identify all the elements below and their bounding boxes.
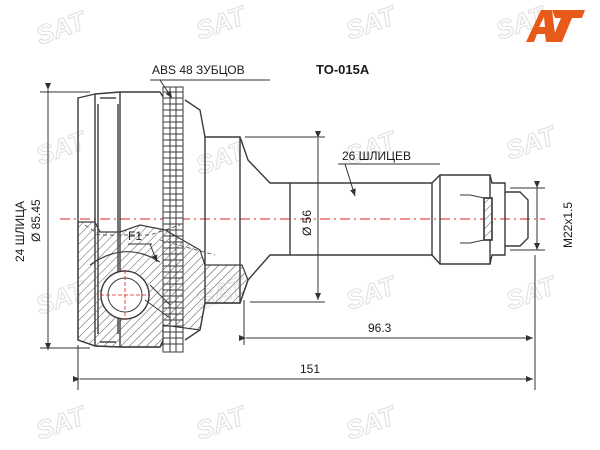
fastener-label: F1 — [128, 229, 142, 243]
f1-callout — [128, 243, 158, 263]
dim-shaft-diameter — [245, 131, 325, 303]
length-total-label: 151 — [300, 362, 320, 376]
inner-splines-label: 24 ШЛИЦА — [13, 201, 27, 262]
shaft-diameter-label: Ø 56 — [300, 210, 314, 236]
abs-teeth-label: ABS 48 ЗУБЦОВ — [152, 63, 245, 77]
svg-text:SAT: SAT — [32, 400, 91, 446]
dim-length-total — [73, 345, 533, 390]
dim-housing-diameter — [40, 83, 90, 350]
svg-text:SAT: SAT — [492, 0, 551, 46]
outer-splines-label: 26 ШЛИЦЕВ — [342, 149, 411, 163]
abs-callout — [150, 79, 270, 99]
dim-thread — [510, 181, 545, 251]
inner-race-hidden — [84, 224, 216, 256]
svg-text:SAT: SAT — [192, 0, 251, 46]
svg-text:SAT: SAT — [342, 270, 401, 316]
svg-text:SAT: SAT — [32, 5, 91, 51]
svg-text:SAT: SAT — [342, 0, 401, 46]
shaft — [289, 174, 529, 265]
splines-callout — [338, 163, 440, 197]
housing-diameter-label: Ø 85.45 — [29, 199, 43, 242]
svg-text:SAT: SAT — [192, 400, 251, 446]
svg-text:SAT: SAT — [342, 400, 401, 446]
housing-section — [77, 221, 249, 348]
thread-label: M22x1.5 — [561, 202, 575, 248]
svg-text:SAT: SAT — [32, 125, 91, 171]
length-shaft-label: 96.3 — [368, 321, 392, 335]
dim-length-shaft — [239, 255, 536, 390]
part-number: TO-015A — [316, 62, 370, 77]
brand-logo — [526, 10, 585, 42]
svg-text:SAT: SAT — [502, 120, 561, 166]
svg-text:SAT: SAT — [502, 270, 561, 316]
